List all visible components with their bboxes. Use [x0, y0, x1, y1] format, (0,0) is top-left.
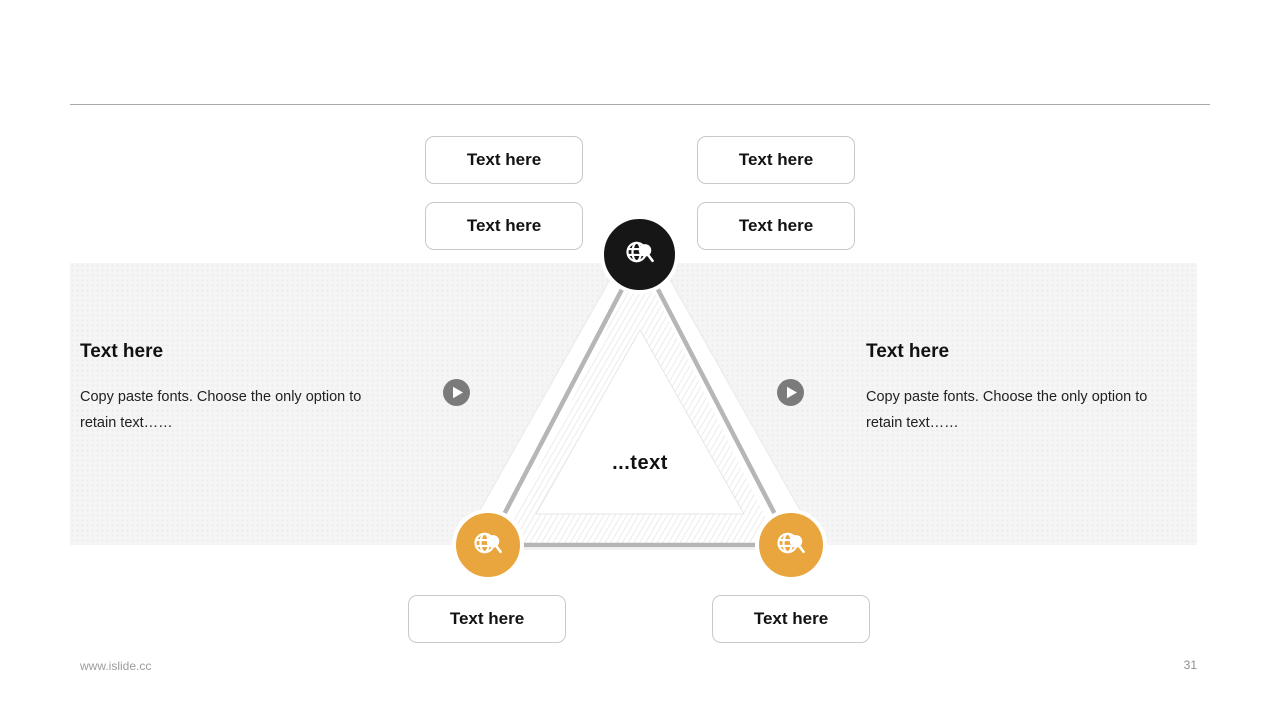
text-button-bottom-left[interactable]: Text here [408, 595, 566, 643]
node-top [600, 215, 679, 294]
play-icon[interactable] [443, 379, 470, 406]
text-button-top-left-2[interactable]: Text here [425, 202, 583, 250]
text-block-title: Text here [866, 341, 950, 362]
globe-search-icon [620, 232, 660, 277]
triangle-diagram [456, 224, 824, 550]
top-divider [70, 104, 1210, 105]
text-block-body: Copy paste fonts. Choose the only option… [80, 389, 362, 431]
triangle-connector-line [485, 252, 794, 548]
text-block-right: Text here Copy paste fonts. Choose the o… [866, 341, 1162, 436]
text-block-left: Text here Copy paste fonts. Choose the o… [80, 341, 376, 436]
text-button-top-right-1[interactable]: Text here [697, 136, 855, 184]
triangle-inner [535, 328, 745, 515]
text-button-top-left-1[interactable]: Text here [425, 136, 583, 184]
text-button-bottom-right[interactable]: Text here [712, 595, 870, 643]
node-bottom-left [452, 509, 524, 581]
text-block-title: Text here [80, 341, 164, 362]
text-button-top-right-2[interactable]: Text here [697, 202, 855, 250]
triangle-center-label: ...text [612, 452, 668, 474]
text-block-body: Copy paste fonts. Choose the only option… [866, 389, 1148, 431]
play-icon[interactable] [777, 379, 804, 406]
globe-search-icon [771, 523, 811, 568]
footer-website: www.islide.cc [80, 659, 152, 673]
globe-search-icon [468, 523, 508, 568]
page-number: 31 [1183, 658, 1197, 672]
node-bottom-right [755, 509, 827, 581]
